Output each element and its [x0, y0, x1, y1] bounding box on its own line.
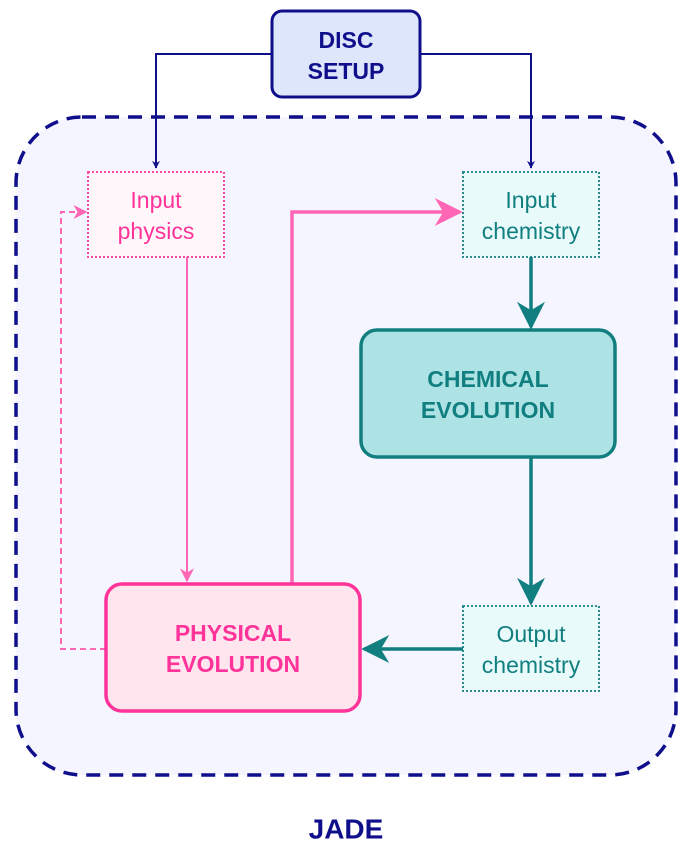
node-chemical-evolution: CHEMICAL EVOLUTION: [359, 328, 617, 459]
edge-physical-to-input-chemistry: [290, 198, 463, 584]
node-input-chemistry: Input chemistry: [462, 171, 600, 258]
node-physical-evolution-line1: PHYSICAL: [175, 620, 291, 646]
node-output-chemistry-line1: Output: [496, 621, 566, 647]
node-disc-setup-line2: SETUP: [308, 58, 385, 84]
node-output-chemistry-box: [462, 605, 600, 692]
node-physical-evolution: PHYSICAL EVOLUTION: [104, 582, 362, 713]
node-disc-setup-line1: DISC: [319, 27, 374, 53]
node-input-physics-box: [87, 171, 225, 258]
node-chemical-evolution-box: [359, 328, 617, 459]
node-output-chemistry: Output chemistry: [462, 605, 600, 692]
container-label-jade: JADE: [309, 814, 384, 845]
edge-physical-feedback-to-input-physics: [60, 205, 106, 650]
node-input-chemistry-line1: Input: [505, 187, 557, 213]
edge-disc-to-input-physics: [152, 53, 272, 169]
node-output-chemistry-line2: chemistry: [482, 652, 581, 678]
node-physical-evolution-box: [104, 582, 362, 713]
node-input-chemistry-box: [462, 171, 600, 258]
node-chemical-evolution-line2: EVOLUTION: [421, 397, 555, 423]
node-physical-evolution-line2: EVOLUTION: [166, 651, 300, 677]
node-input-physics: Input physics: [87, 171, 225, 258]
node-chemical-evolution-line1: CHEMICAL: [427, 366, 548, 392]
node-input-chemistry-line2: chemistry: [482, 218, 581, 244]
node-disc-setup: DISC SETUP: [270, 9, 422, 99]
node-input-physics-line2: physics: [118, 218, 195, 244]
node-disc-setup-box: [270, 9, 422, 99]
node-input-physics-line1: Input: [130, 187, 182, 213]
edge-disc-to-input-chemistry: [420, 53, 535, 169]
